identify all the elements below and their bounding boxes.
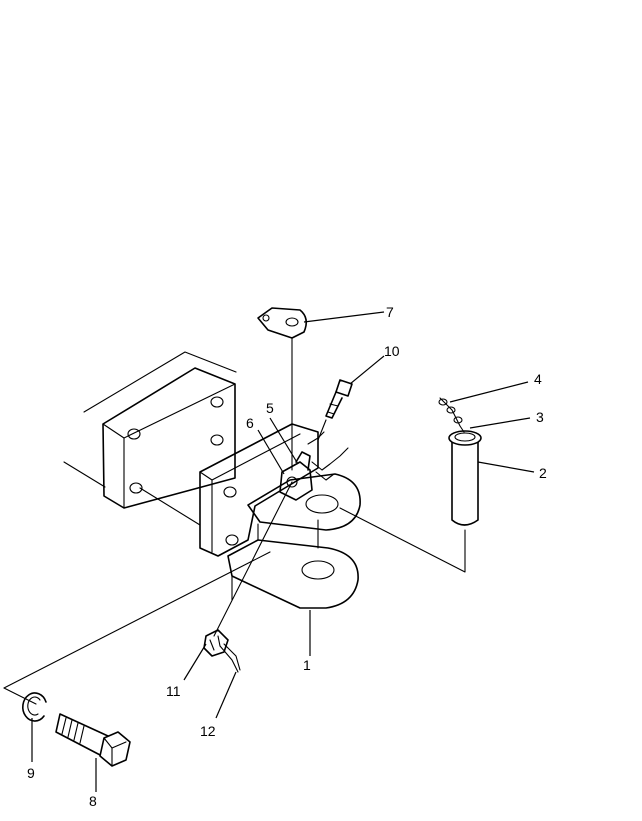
linkage-assembly	[279, 431, 349, 501]
callout-labels: 1 2 3 4 5 6 7 8 9 10 11 12	[27, 304, 547, 809]
callout-3: 3	[536, 409, 544, 425]
pin-assembly	[317, 397, 482, 573]
callout-11: 11	[166, 683, 181, 699]
leader-lines	[31, 311, 535, 792]
callout-6: 6	[246, 415, 254, 431]
grease-fitting	[317, 379, 353, 441]
bolt-assembly	[3, 551, 271, 767]
callout-12: 12	[200, 723, 216, 739]
mounting-plate	[63, 351, 237, 526]
callout-5: 5	[266, 400, 274, 416]
callout-10: 10	[384, 343, 400, 359]
callout-1: 1	[303, 657, 311, 673]
callout-7: 7	[386, 304, 394, 320]
callout-9: 9	[27, 765, 35, 781]
callout-2: 2	[539, 465, 547, 481]
callout-4: 4	[534, 371, 542, 387]
clevis-bracket	[199, 423, 361, 609]
lock-plate	[257, 307, 308, 471]
callout-8: 8	[89, 793, 97, 809]
nut-cotter-assembly	[203, 481, 293, 673]
